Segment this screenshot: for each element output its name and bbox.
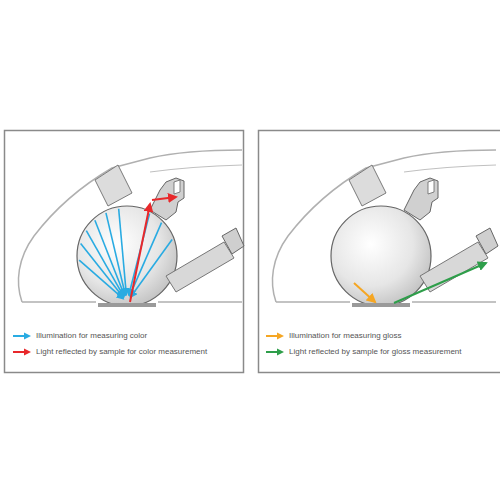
color-rays — [79, 209, 172, 299]
legend-entry: Illumination for measuring gloss — [265, 332, 402, 341]
legend-arrowhead — [24, 349, 31, 356]
illumination-ray — [119, 209, 127, 295]
legend-swatch — [12, 332, 32, 340]
legend-label: Light reflected by sample for color meas… — [36, 348, 207, 357]
legend-entry: Illumination for measuring color — [12, 332, 147, 341]
gloss-reflected-ray — [394, 263, 486, 303]
illumination-ray — [79, 260, 123, 298]
legend-arrowhead — [24, 333, 31, 340]
instrument-section — [272, 150, 498, 307]
legend-entry: Light reflected by sample for color meas… — [12, 348, 207, 357]
reflected-ray — [130, 204, 150, 302]
legend-arrow — [266, 335, 278, 337]
legend-arrow — [266, 351, 278, 353]
legend-swatch — [12, 348, 32, 356]
legend-arrow — [13, 335, 25, 337]
legend-label: Illumination for measuring gloss — [289, 332, 402, 341]
legend-arrowhead — [277, 333, 284, 340]
legend-label: Light reflected by sample for gloss meas… — [289, 348, 462, 357]
instrument-section — [18, 150, 244, 307]
legend-arrowhead — [277, 349, 284, 356]
legend-swatch — [265, 332, 285, 340]
legend-arrow — [13, 351, 25, 353]
panel-frame — [5, 131, 244, 373]
gloss-illumination-ray — [354, 283, 375, 302]
legend-label: Illumination for measuring color — [36, 332, 147, 341]
legend-swatch — [265, 348, 285, 356]
legend-entry: Light reflected by sample for gloss meas… — [265, 348, 462, 357]
illumination-ray — [81, 244, 124, 298]
panel-frame — [259, 131, 500, 373]
reflected-ray — [152, 197, 176, 200]
